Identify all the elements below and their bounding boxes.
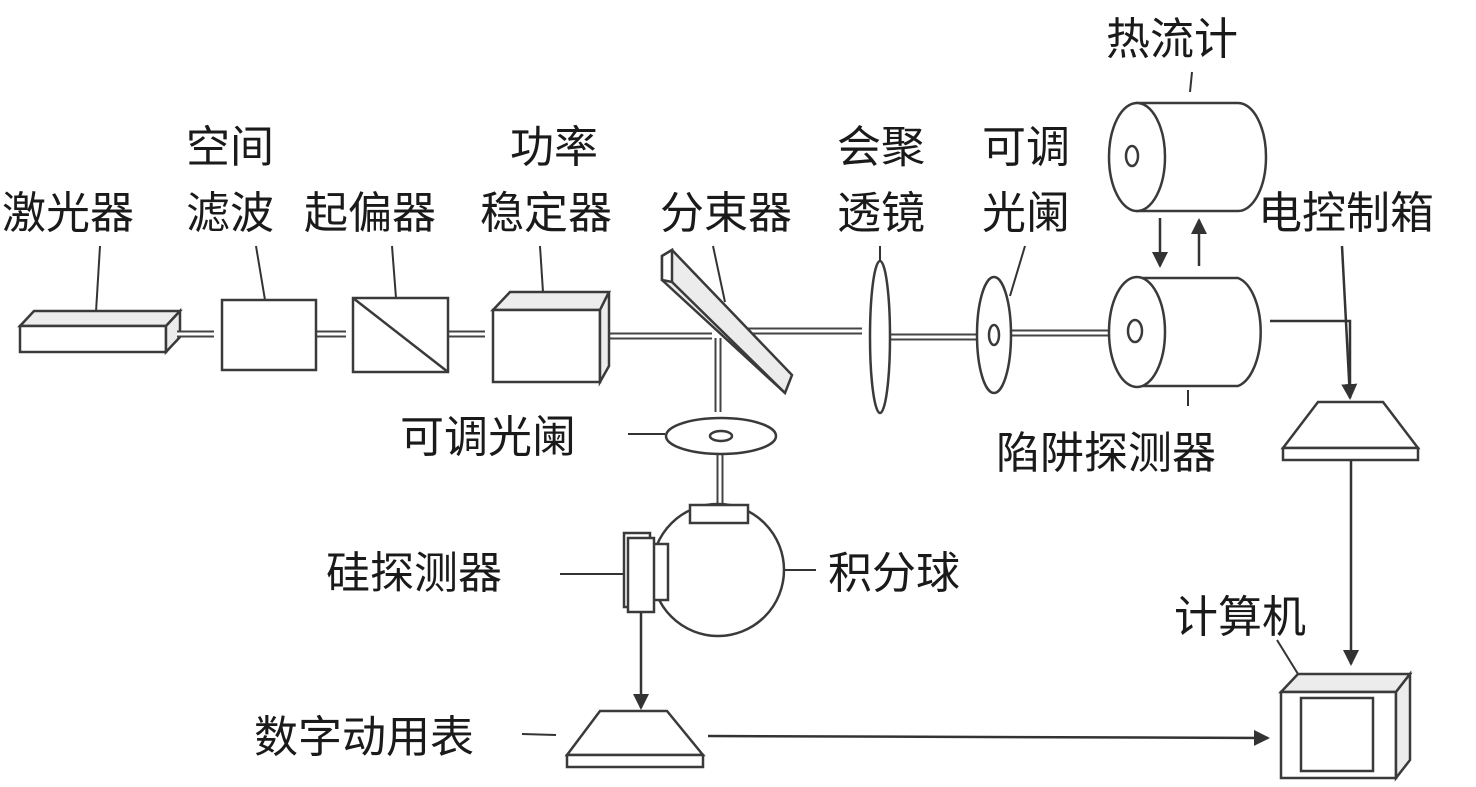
iris-top-label-line1: 可调 <box>982 122 1070 173</box>
trap-detector-label: 陷阱探测器 <box>996 428 1216 479</box>
iris-bottom-label: 可调光阑 <box>400 412 576 463</box>
spatial-filter-label-line1: 空间 <box>186 122 274 173</box>
wire-trap-to-control <box>1270 319 1352 398</box>
heat-flow-meter-label: 热流计 <box>1106 14 1238 65</box>
silicon-detector-label: 硅探测器 <box>326 548 502 599</box>
control-box-label: 电控制箱 <box>1258 188 1434 239</box>
wire-multimeter-to-computer <box>707 729 1270 746</box>
laser <box>17 307 183 356</box>
control-box <box>1280 400 1421 462</box>
power-stabilizer-label-line1: 功率 <box>510 122 598 173</box>
focusing-lens <box>868 259 892 415</box>
polarizer-label: 起偏器 <box>304 188 436 239</box>
spatial-filter-label-line2: 滤波 <box>186 188 274 239</box>
silicon-detector <box>622 531 656 614</box>
beam-splitter-label: 分束器 <box>660 188 792 239</box>
multimeter-label: 数字动用表 <box>254 712 474 763</box>
heat-flow-meter <box>1107 101 1268 213</box>
computer-label: 计算机 <box>1174 592 1306 643</box>
control-box-leader-arrow <box>1340 245 1358 400</box>
focusing-lens-label-line1: 会聚 <box>837 122 925 173</box>
polarizer <box>351 296 450 374</box>
integrating-sphere <box>650 502 786 638</box>
computer <box>1278 670 1413 782</box>
multimeter <box>564 709 706 769</box>
trap-detector <box>1107 275 1262 389</box>
iris-bottom <box>664 416 778 456</box>
power-stabilizer <box>490 290 612 387</box>
power-stabilizer-label-line2: 稳定器 <box>480 188 612 239</box>
iris-top <box>975 275 1013 395</box>
iris-top-label-line2: 光阑 <box>982 188 1070 239</box>
spatial-filter <box>220 298 318 372</box>
laser-label: 激光器 <box>2 188 134 239</box>
integrating-sphere-label: 积分球 <box>828 548 960 599</box>
beam-splitter <box>660 247 794 396</box>
focusing-lens-label-line2: 透镜 <box>837 188 925 239</box>
leader-lines <box>95 71 1299 736</box>
